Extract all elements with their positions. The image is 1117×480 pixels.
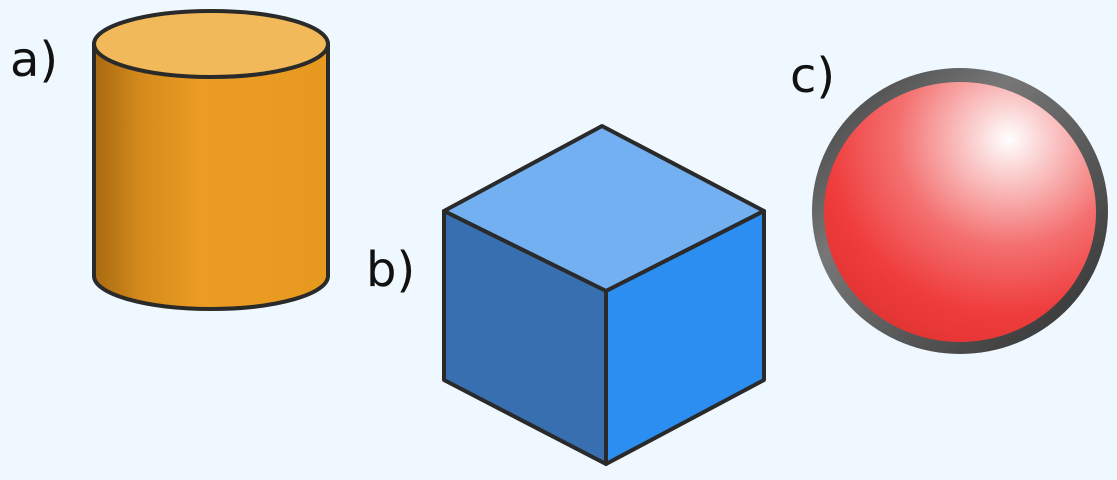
cylinder-shape bbox=[92, 9, 330, 311]
sphere-label: c) bbox=[790, 48, 836, 104]
cube-label: b) bbox=[366, 242, 416, 298]
sphere-shape bbox=[812, 68, 1108, 354]
cylinder-label: a) bbox=[10, 32, 59, 88]
cylinder-body bbox=[92, 42, 330, 311]
cylinder-top bbox=[92, 9, 330, 79]
sphere-body bbox=[824, 82, 1096, 342]
shapes-figure: a) b) c) bbox=[10, 9, 1108, 466]
cube-shape bbox=[442, 124, 766, 466]
cube-right-face bbox=[604, 209, 766, 466]
